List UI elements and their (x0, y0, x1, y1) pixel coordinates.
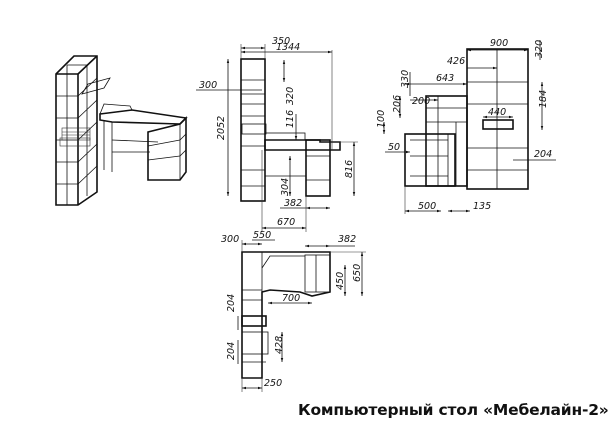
dim-428: 428 (274, 336, 285, 354)
dim-184: 184 (538, 90, 549, 108)
dim-500: 500 (418, 201, 436, 212)
dim-320: 320 (285, 87, 296, 105)
side-view: 900 320 426 643 330 200 206 184 440 100 … (376, 38, 556, 214)
dim-250: 250 (264, 378, 282, 389)
dim-426: 426 (447, 56, 465, 67)
dim-350: 350 (272, 36, 290, 47)
dim-300: 300 (199, 80, 217, 91)
dim-100: 100 (376, 110, 387, 128)
dim-2052: 2052 (216, 116, 227, 140)
dim-816: 816 (344, 160, 355, 178)
dim-1344: 1344 (276, 42, 300, 53)
isometric-view (55, 55, 188, 206)
drawing-title: Компьютерный стол «Мебелайн-2» (298, 401, 608, 419)
front-view: 350 1344 300 320 2052 116 816 304 382 67… (196, 36, 358, 232)
dim-643: 643 (436, 73, 454, 84)
dim-450: 450 (335, 272, 346, 290)
dim-330: 330 (400, 70, 411, 88)
dim-204-plan-b: 204 (226, 342, 237, 360)
dim-200: 200 (412, 96, 430, 107)
dim-382-plan: 382 (338, 234, 356, 245)
dim-900: 900 (490, 38, 508, 49)
dim-670: 670 (277, 217, 295, 228)
dim-135: 135 (473, 201, 491, 212)
dim-440: 440 (488, 107, 506, 118)
plan-view: 300 550 382 650 450 700 204 428 204 250 (221, 230, 366, 392)
dim-116: 116 (285, 110, 296, 128)
dim-50: 50 (388, 142, 400, 153)
dim-204-plan-a: 204 (226, 294, 237, 312)
dim-700: 700 (282, 293, 300, 304)
dim-382: 382 (284, 198, 302, 209)
dim-304: 304 (280, 178, 291, 196)
dim-550: 550 (253, 230, 271, 241)
dim-206: 206 (392, 95, 403, 113)
dim-300-plan: 300 (221, 234, 239, 245)
dim-320-side: 320 (534, 40, 545, 58)
dim-650: 650 (352, 264, 363, 282)
dim-204-side: 204 (534, 149, 552, 160)
